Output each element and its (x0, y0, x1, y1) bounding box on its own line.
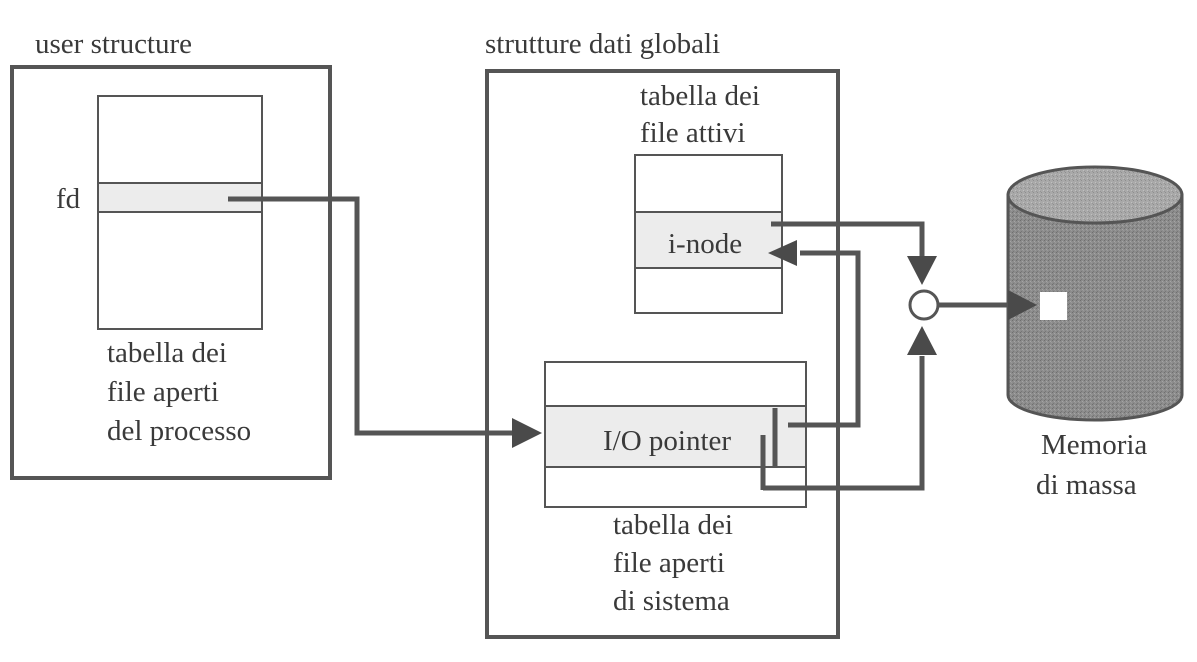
inode-to-selector-arrowhead (907, 256, 937, 285)
fd-label: fd (56, 183, 81, 215)
disk-block (1040, 292, 1067, 320)
selector-circle (908, 289, 940, 321)
inode-label: i-node (668, 228, 742, 260)
active-files-caption-1: tabella dei (640, 80, 760, 112)
storage-label-1: Memoria (1041, 429, 1147, 461)
process-table-caption-2: file aperti (107, 376, 219, 408)
io-pointer-to-inode-arrowhead (768, 240, 797, 266)
user-structure-frame (10, 65, 332, 480)
system-table-caption-3: di sistema (613, 585, 730, 617)
inode-row (634, 211, 783, 269)
active-files-caption-2: file attivi (640, 117, 746, 149)
fd-to-io-pointer-connector (228, 196, 515, 436)
process-table-caption-1: tabella dei (107, 337, 227, 369)
global-structures-title: strutture dati globali (485, 28, 720, 60)
process-open-files-table (97, 95, 263, 330)
inode-to-selector-connector (771, 221, 925, 258)
fd-to-io-pointer-arrowhead (512, 418, 542, 448)
selector-to-disk-arrowhead (1008, 290, 1037, 320)
user-structure-title: user structure (35, 28, 192, 60)
io-pointer-to-inode-connector (788, 250, 861, 428)
global-structures-frame (485, 69, 840, 639)
global-structures-group: strutture dati globali tabella dei file … (485, 28, 840, 639)
process-table-caption-3: del processo (107, 415, 251, 447)
io-pointer-label: I/O pointer (603, 425, 731, 457)
disk-body (1006, 193, 1184, 422)
active-files-table (634, 154, 783, 314)
system-table-caption-1: tabella dei (613, 509, 733, 541)
mass-storage-disk (1006, 165, 1184, 422)
system-table-caption-2: file aperti (613, 547, 725, 579)
io-pointer-to-selector-connector (763, 356, 925, 491)
io-pointer-to-selector-arrowhead (907, 326, 937, 355)
storage-label-2: di massa (1036, 469, 1137, 501)
disk-top (1006, 165, 1184, 225)
user-structure-group: user structure fd tabella dei file apert… (10, 28, 332, 480)
